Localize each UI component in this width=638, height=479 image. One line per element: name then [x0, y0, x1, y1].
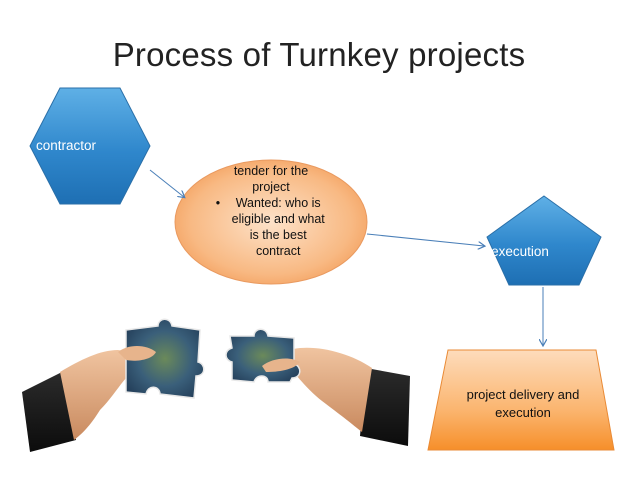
arrow-tender-to-execution — [366, 233, 484, 246]
arrow-contractor-to-tender — [149, 169, 184, 197]
tender-bullet-item: • Wanted: who is eligible and what is th… — [196, 195, 346, 259]
tender-text: tender for the project • Wanted: who is … — [196, 163, 346, 259]
bullet-marker: • — [215, 196, 221, 210]
tender-ellipse — [174, 159, 368, 285]
tender-line-2: project — [252, 180, 290, 194]
right-thumb — [262, 358, 300, 372]
delivery-trapezoid — [427, 349, 615, 451]
slide-title: Process of Turnkey projects — [112, 36, 526, 73]
delivery-label: project delivery and execution — [466, 387, 580, 420]
left-thumb — [118, 346, 156, 361]
execution-label: execution — [491, 244, 549, 259]
left-sleeve — [22, 372, 76, 452]
contractor-hexagon — [29, 87, 151, 205]
right-sleeve — [360, 368, 410, 446]
right-puzzle-piece — [225, 328, 301, 383]
left-puzzle-piece — [125, 318, 205, 399]
execution-pentagon — [486, 195, 602, 286]
tender-bullet-text: Wanted: who is eligible and what is the … — [231, 196, 325, 258]
tender-line-1: tender for the — [233, 164, 309, 178]
contractor-label: contractor — [36, 138, 97, 153]
hands-puzzle-illustration — [22, 318, 410, 452]
